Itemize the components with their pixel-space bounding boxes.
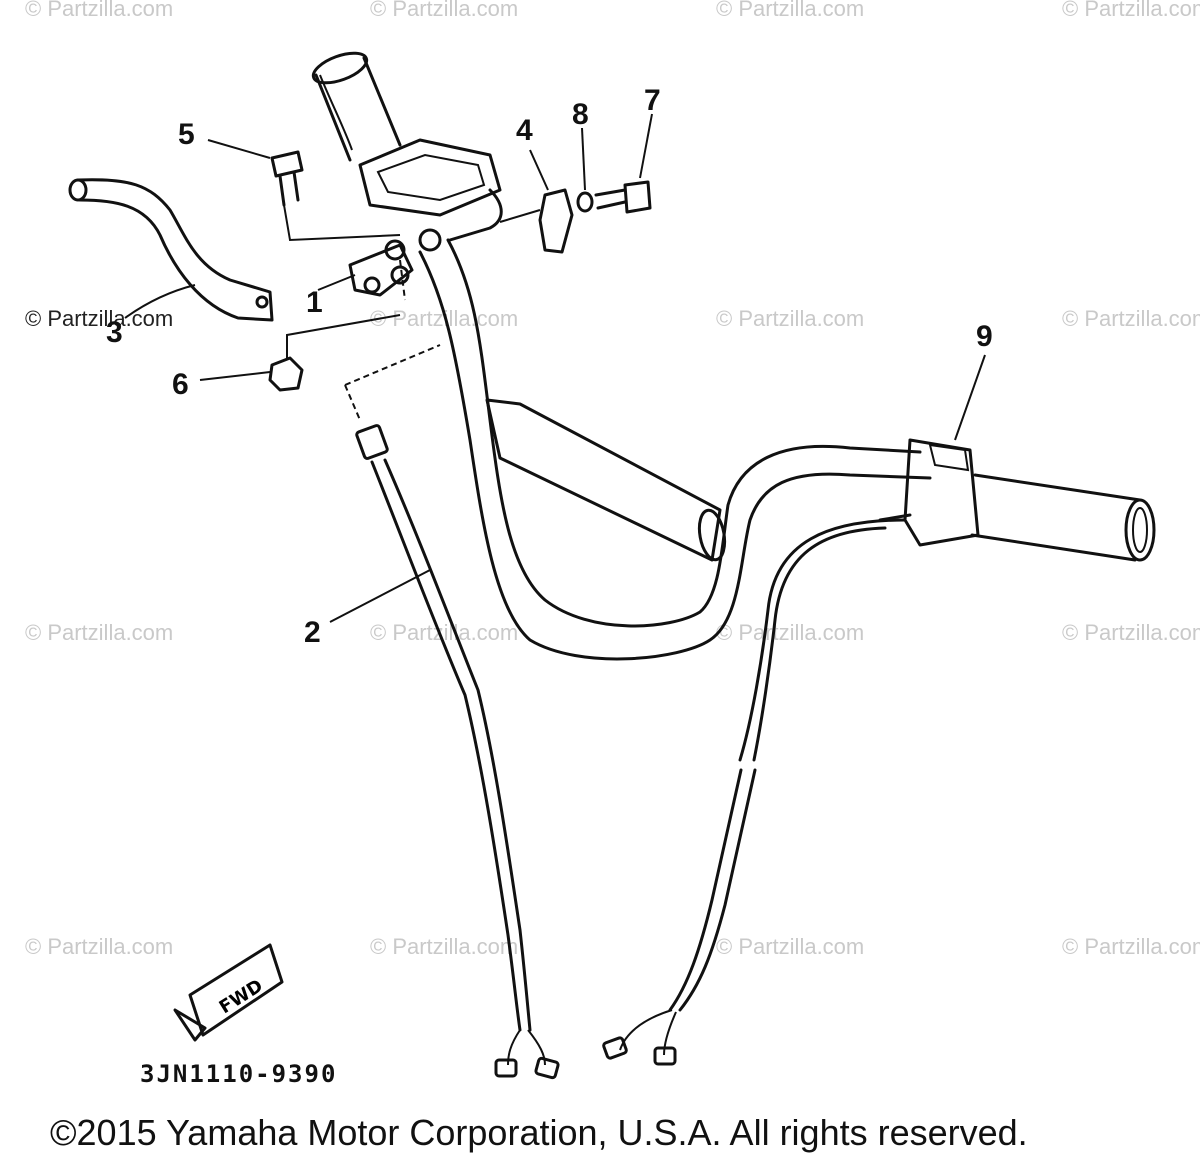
handlebar: [418, 238, 932, 661]
watermark: © Partzilla.com: [716, 306, 865, 331]
watermark: © Partzilla.com: [1062, 620, 1200, 645]
leader-lines: [124, 113, 986, 623]
watermark: © Partzilla.com: [25, 934, 174, 959]
watermark: © Partzilla.com: [716, 934, 865, 959]
watermark: © Partzilla.com: [25, 306, 174, 331]
callout-3: 3: [106, 316, 123, 349]
callout-8: 8: [572, 98, 589, 131]
watermark: © Partzilla.com: [25, 0, 174, 21]
watermark: © Partzilla.com: [716, 620, 865, 645]
diagram-part-code: 3JN1110-9390: [140, 1060, 338, 1088]
fwd-label: FWD: [216, 975, 267, 1018]
callout-9: 9: [976, 320, 993, 353]
watermark: © Partzilla.com: [370, 934, 519, 959]
pivot-bolt: [270, 150, 401, 242]
switch-wire: [602, 518, 907, 1066]
watermark: © Partzilla.com: [1062, 934, 1200, 959]
handlebar-switch: [878, 438, 980, 547]
callout-6: 6: [172, 368, 189, 401]
lever-bracket: [358, 138, 503, 261]
watermark: © Partzilla.com: [1062, 0, 1200, 21]
screw: [594, 180, 652, 214]
clutch-cable: [344, 259, 560, 1080]
left-grip: [311, 51, 402, 162]
watermark: © Partzilla.com: [25, 620, 174, 645]
callout-7: 7: [644, 84, 661, 117]
right-grip: [970, 473, 1156, 562]
lever-holder: [499, 188, 574, 254]
clutch-lever: [68, 178, 274, 322]
locknut: [268, 314, 401, 392]
watermark: © Partzilla.com: [370, 0, 519, 21]
copyright-notice: ©2015 Yamaha Motor Corporation, U.S.A. A…: [50, 1112, 1028, 1153]
watermark: © Partzilla.com: [1062, 306, 1200, 331]
washer: [576, 191, 594, 213]
callout-4: 4: [516, 114, 533, 147]
callout-1: 1: [306, 286, 323, 319]
callout-5: 5: [178, 118, 195, 151]
watermark: © Partzilla.com: [716, 0, 865, 21]
forward-arrow: FWD: [173, 943, 284, 1042]
pivot-block: [348, 243, 414, 297]
callout-2: 2: [304, 616, 321, 649]
crossbar-pad: [485, 398, 727, 562]
